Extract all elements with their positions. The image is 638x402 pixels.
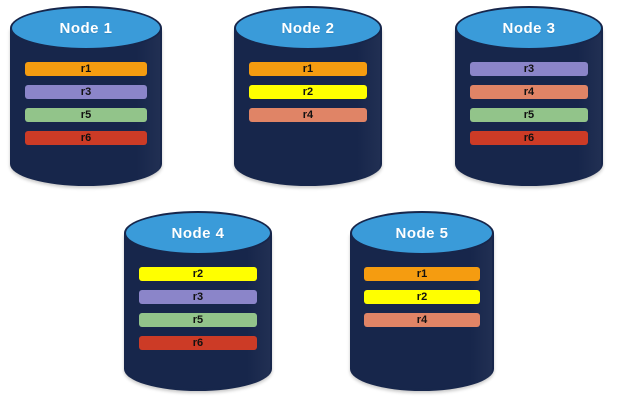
shard-list: r2 r3 r5 r6 bbox=[124, 267, 272, 350]
shard-bar-r6[interactable]: r6 bbox=[469, 131, 589, 145]
shard-label: r1 bbox=[302, 62, 314, 75]
cylinder-body bbox=[455, 28, 603, 186]
shard-label: r4 bbox=[416, 313, 428, 326]
shard-list: r3 r4 r5 r6 bbox=[455, 62, 603, 145]
shard-bar-r4[interactable]: r4 bbox=[248, 108, 368, 122]
shard-bar-r1[interactable]: r1 bbox=[25, 62, 147, 76]
shard-bar-r3[interactable]: r3 bbox=[138, 290, 258, 304]
shard-bar-r4[interactable]: r4 bbox=[364, 313, 480, 327]
shard-label: r1 bbox=[80, 62, 92, 75]
shard-label: r3 bbox=[523, 62, 535, 75]
cylinder-top-ellipse: Node 3 bbox=[455, 6, 603, 50]
shard-label: r2 bbox=[302, 85, 314, 98]
shard-label: r4 bbox=[523, 85, 535, 98]
shard-bar-r2[interactable]: r2 bbox=[138, 267, 258, 281]
database-node-1[interactable]: r1 r3 r5 r6 Node 1 bbox=[10, 6, 162, 186]
shard-label: r3 bbox=[80, 85, 92, 98]
shard-label: r5 bbox=[192, 313, 204, 326]
shard-bar-r6[interactable]: r6 bbox=[138, 336, 258, 350]
cylinder-top-ellipse: Node 2 bbox=[234, 6, 382, 50]
shard-bar-r1[interactable]: r1 bbox=[248, 62, 368, 76]
shard-list: r1 r2 r4 bbox=[350, 267, 494, 327]
database-node-5[interactable]: r1 r2 r4 Node 5 bbox=[350, 211, 494, 391]
node-title: Node 3 bbox=[502, 19, 556, 37]
shard-bar-r5[interactable]: r5 bbox=[469, 108, 589, 122]
node-title: Node 1 bbox=[59, 19, 113, 37]
shard-list: r1 r2 r4 bbox=[234, 62, 382, 122]
cylinder-top-ellipse: Node 4 bbox=[124, 211, 272, 255]
shard-label: r3 bbox=[192, 290, 204, 303]
shard-bar-r5[interactable]: r5 bbox=[138, 313, 258, 327]
shard-label: r4 bbox=[302, 108, 314, 121]
shard-label: r6 bbox=[80, 131, 92, 144]
cylinder-top-ellipse: Node 1 bbox=[10, 6, 162, 50]
cylinder-body bbox=[10, 28, 162, 186]
shard-bar-r2[interactable]: r2 bbox=[248, 85, 368, 99]
node-title: Node 5 bbox=[395, 224, 449, 242]
shard-bar-r6[interactable]: r6 bbox=[25, 131, 147, 145]
shard-label: r1 bbox=[416, 267, 428, 280]
shard-label: r5 bbox=[80, 108, 92, 121]
shard-bar-r5[interactable]: r5 bbox=[25, 108, 147, 122]
shard-label: r2 bbox=[416, 290, 428, 303]
node-title: Node 2 bbox=[281, 19, 335, 37]
node-title: Node 4 bbox=[171, 224, 225, 242]
shard-label: r5 bbox=[523, 108, 535, 121]
database-node-2[interactable]: r1 r2 r4 Node 2 bbox=[234, 6, 382, 186]
shard-bar-r2[interactable]: r2 bbox=[364, 290, 480, 304]
shard-bar-r3[interactable]: r3 bbox=[469, 62, 589, 76]
shard-label: r6 bbox=[192, 336, 204, 349]
cylinder-top-ellipse: Node 5 bbox=[350, 211, 494, 255]
shard-label: r2 bbox=[192, 267, 204, 280]
shard-bar-r3[interactable]: r3 bbox=[25, 85, 147, 99]
database-node-4[interactable]: r2 r3 r5 r6 Node 4 bbox=[124, 211, 272, 391]
cylinder-body bbox=[234, 28, 382, 186]
database-node-3[interactable]: r3 r4 r5 r6 Node 3 bbox=[455, 6, 603, 186]
shard-bar-r1[interactable]: r1 bbox=[364, 267, 480, 281]
shard-list: r1 r3 r5 r6 bbox=[10, 62, 162, 145]
shard-label: r6 bbox=[523, 131, 535, 144]
shard-bar-r4[interactable]: r4 bbox=[469, 85, 589, 99]
